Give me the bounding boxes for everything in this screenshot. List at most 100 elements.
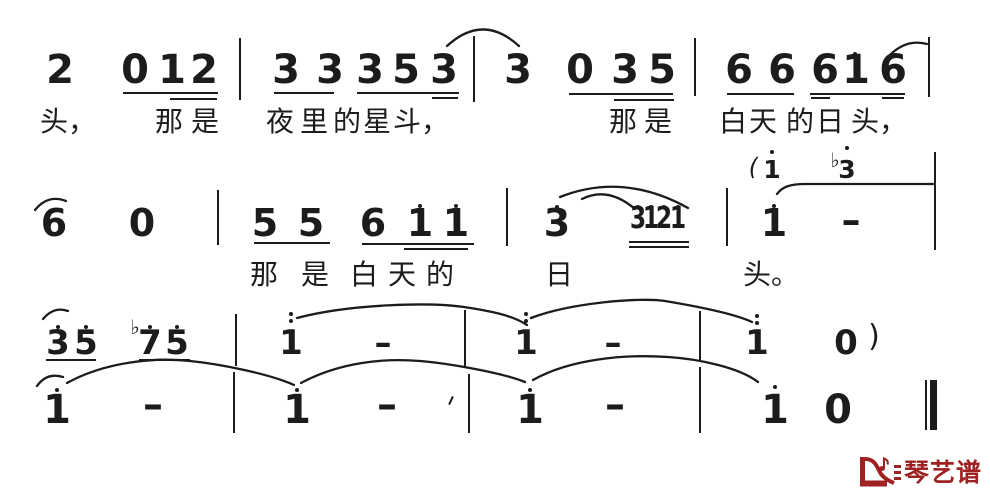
note: 6	[811, 47, 839, 93]
octave-dot	[148, 325, 152, 329]
beam-underline	[123, 92, 218, 94]
note-high-octave: 1	[283, 387, 311, 433]
beam-underline	[362, 243, 474, 245]
beam-underline	[139, 359, 190, 361]
lyric: 斗，	[393, 105, 450, 138]
note-high-octave: 1	[406, 201, 434, 245]
tie-arc	[445, 28, 521, 48]
octave-dot	[528, 388, 532, 392]
duration-dash: –	[374, 323, 392, 363]
lyric: 日	[816, 105, 845, 138]
note: 1	[158, 47, 186, 93]
note-double-high-octave: 1	[514, 323, 538, 363]
barline	[699, 367, 701, 433]
note: 6	[725, 47, 753, 93]
octave-dot	[636, 205, 640, 209]
beam-underline	[882, 97, 904, 99]
beam-underline	[254, 242, 330, 244]
beam-underline	[811, 97, 830, 99]
tie-arc	[35, 374, 65, 388]
beam-underline	[46, 359, 96, 361]
note: 3	[504, 47, 532, 93]
flat-sign: ♭	[130, 315, 140, 339]
lyric: 的	[786, 105, 815, 138]
octave-dot	[418, 204, 422, 208]
lyric: 的	[333, 105, 362, 138]
octave-dot	[175, 325, 179, 329]
lyric: 是	[301, 258, 330, 291]
note: 5	[392, 47, 420, 93]
octave-dot	[555, 205, 559, 209]
lyric: 天	[749, 105, 778, 138]
tie-arc	[65, 358, 296, 387]
rest-note: 0	[566, 47, 594, 93]
octave-dot	[772, 204, 776, 208]
tie-arc	[299, 358, 527, 385]
tie-arc	[529, 298, 754, 324]
note-high-octave: 1	[761, 387, 789, 433]
barline	[464, 310, 466, 366]
beam-underline	[727, 93, 794, 95]
note-high-octave: 2	[655, 201, 673, 236]
note-high-octave: 5	[165, 323, 189, 363]
duration-dash: –	[143, 382, 163, 428]
barline	[699, 311, 701, 362]
octave-dot	[773, 385, 777, 389]
note: 3	[356, 47, 384, 93]
note-high-octave: 1	[669, 201, 687, 236]
note: 5	[297, 201, 325, 245]
note-double-high-octave: 1	[279, 323, 303, 363]
note: 2	[190, 47, 218, 93]
note: 6	[40, 201, 68, 245]
rest-note: 0	[121, 47, 149, 93]
duration-dash: –	[841, 198, 861, 242]
note-high-octave: 1	[760, 201, 788, 245]
note-high-octave: 3	[46, 323, 70, 363]
lyric: 头，	[851, 105, 908, 138]
qinyipu-watermark: 琴艺谱	[858, 452, 982, 492]
logo-text: 琴艺谱	[904, 457, 983, 487]
octave-dot	[454, 204, 458, 208]
tie-arc	[775, 182, 935, 196]
final-barline-thin	[925, 380, 927, 430]
beam-underline	[357, 92, 459, 94]
barline	[694, 38, 696, 96]
octave-dot	[295, 388, 299, 392]
note: 5	[648, 47, 676, 93]
octave-dot	[676, 205, 680, 209]
lyric: 是	[191, 105, 220, 138]
rest-note: 0	[824, 387, 852, 433]
duration-dash: –	[605, 382, 625, 428]
octave-dot	[770, 150, 774, 154]
note: 2	[46, 47, 74, 93]
note: 3	[430, 47, 458, 93]
note: 3	[272, 47, 300, 93]
note-high-octave: 1	[642, 201, 660, 236]
note: 5	[251, 201, 279, 245]
note-high-octave: 1	[516, 387, 544, 433]
octave-dot	[853, 52, 857, 56]
cue-close-paren: )	[868, 319, 880, 354]
lyric: 日	[545, 258, 574, 291]
lyric: 天	[388, 258, 417, 291]
cue-note-high-octave: 3	[838, 155, 856, 184]
lyric: 里	[300, 105, 329, 138]
note-double-high-octave: 1	[745, 323, 769, 363]
octave-dot	[289, 312, 293, 316]
octave-dot	[845, 146, 849, 150]
barline	[217, 190, 219, 245]
beam-underline	[614, 99, 674, 101]
barline	[473, 36, 475, 102]
note-high-octave: 1	[842, 47, 870, 93]
lyric: 那	[155, 105, 184, 138]
lyric: 白	[719, 105, 748, 138]
barline	[506, 188, 508, 246]
qinyipu-logo-icon	[860, 457, 901, 487]
note-high-octave: 7	[138, 323, 162, 363]
lyric: 是	[644, 105, 673, 138]
note-high-octave: 3	[629, 201, 647, 236]
lyric: 的	[426, 258, 455, 291]
tie-arc	[531, 355, 760, 384]
duration-dash: –	[377, 382, 397, 428]
